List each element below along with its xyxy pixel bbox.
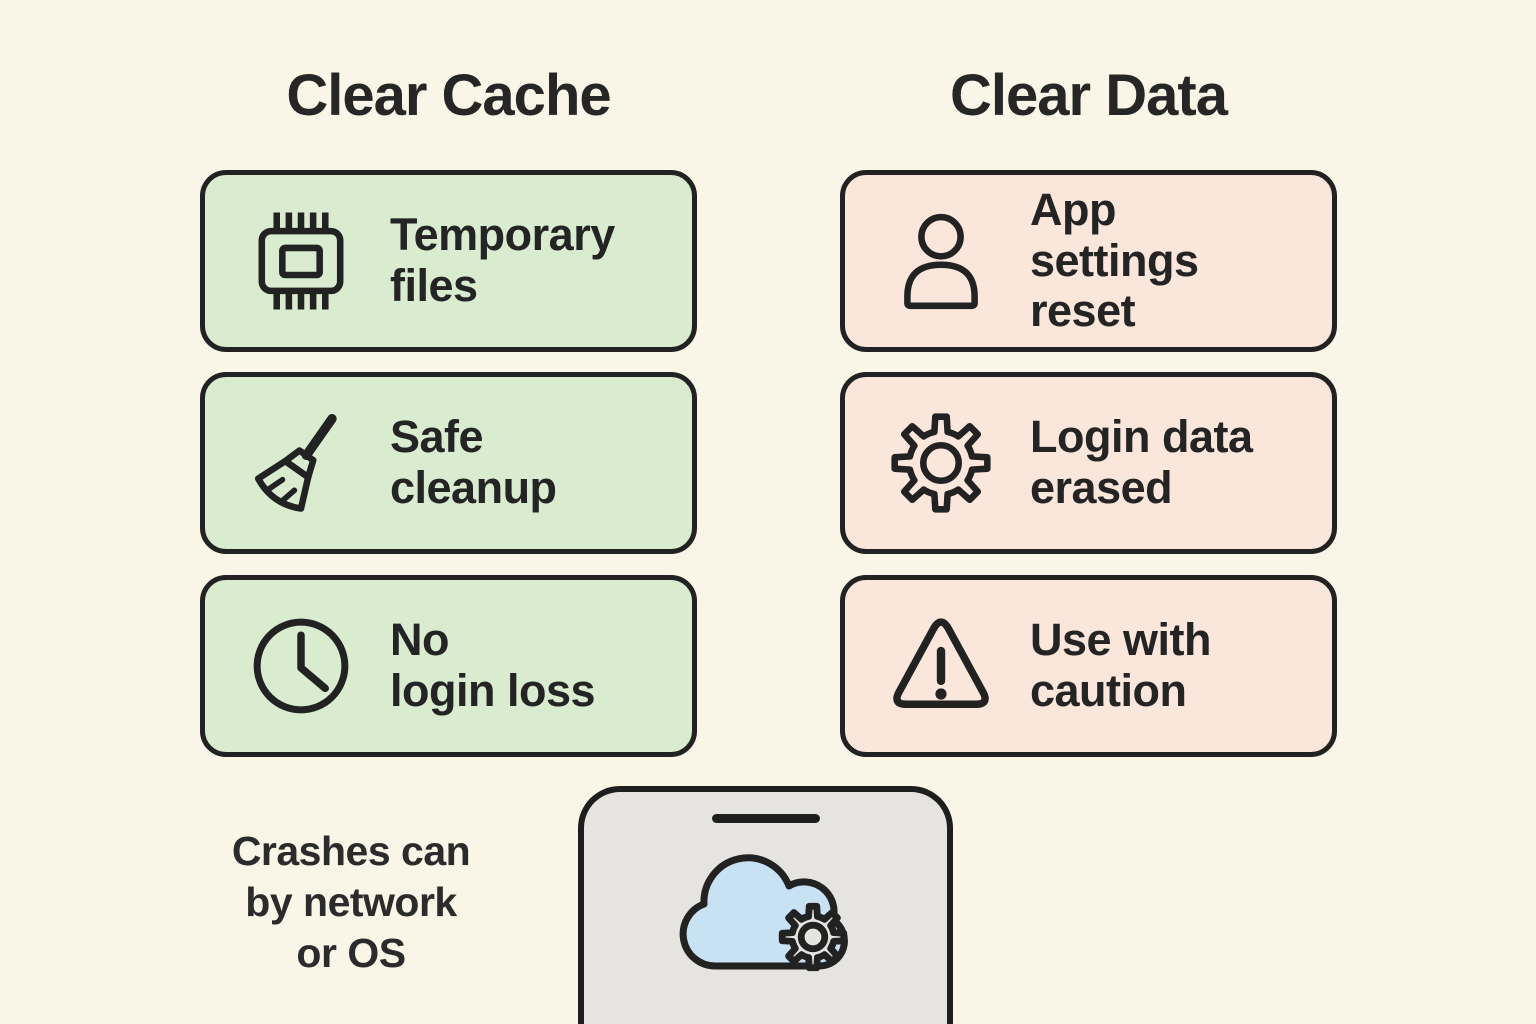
card-line: No bbox=[390, 614, 450, 666]
gear-icon bbox=[885, 403, 997, 523]
card-line: cleanup bbox=[390, 462, 557, 513]
card-safe-cleanup: Safe cleanup bbox=[200, 372, 697, 554]
card-login-data-erased: Login data erased bbox=[840, 372, 1337, 554]
card-line: erased bbox=[1030, 462, 1173, 513]
card-label: No login loss bbox=[390, 614, 596, 717]
card-app-settings-reset: App settings reset bbox=[840, 170, 1337, 352]
card-line: Temporary bbox=[390, 209, 615, 261]
chip-icon bbox=[245, 201, 357, 321]
cloud-gear-icon bbox=[655, 838, 875, 993]
card-temporary-files: Temporary files bbox=[200, 170, 697, 352]
card-line: Use with bbox=[1030, 614, 1212, 666]
card-line: Safe bbox=[390, 411, 484, 463]
warning-icon bbox=[885, 606, 997, 726]
card-label: Temporary files bbox=[390, 209, 615, 312]
clear-cache-title: Clear Cache bbox=[286, 63, 611, 128]
card-label: App settings reset bbox=[1030, 183, 1314, 338]
card-line: caution bbox=[1030, 665, 1187, 716]
person-icon bbox=[885, 201, 997, 321]
note-line: Crashes can bbox=[231, 828, 471, 874]
gear-icon bbox=[778, 902, 848, 972]
card-no-login-loss: No login loss bbox=[200, 575, 697, 757]
card-line: settings reset bbox=[1030, 234, 1199, 337]
card-label: Use with caution bbox=[1030, 614, 1212, 717]
card-line: login loss bbox=[390, 665, 596, 716]
note-line: by network bbox=[245, 878, 457, 925]
card-line: App bbox=[1030, 183, 1116, 235]
broom-icon bbox=[245, 403, 357, 523]
phone-illustration bbox=[578, 786, 953, 1024]
card-line: files bbox=[390, 260, 478, 311]
clock-icon bbox=[245, 606, 357, 726]
card-label: Login data erased bbox=[1030, 411, 1253, 514]
note-line: or OS bbox=[296, 929, 406, 976]
card-label: Safe cleanup bbox=[390, 411, 557, 514]
speaker-bar-icon bbox=[711, 814, 820, 823]
footer-note: Crashes can by network or OS bbox=[171, 826, 531, 978]
clear-data-title: Clear Data bbox=[950, 63, 1228, 128]
card-line: Login data bbox=[1030, 411, 1253, 463]
card-use-with-caution: Use with caution bbox=[840, 575, 1337, 757]
